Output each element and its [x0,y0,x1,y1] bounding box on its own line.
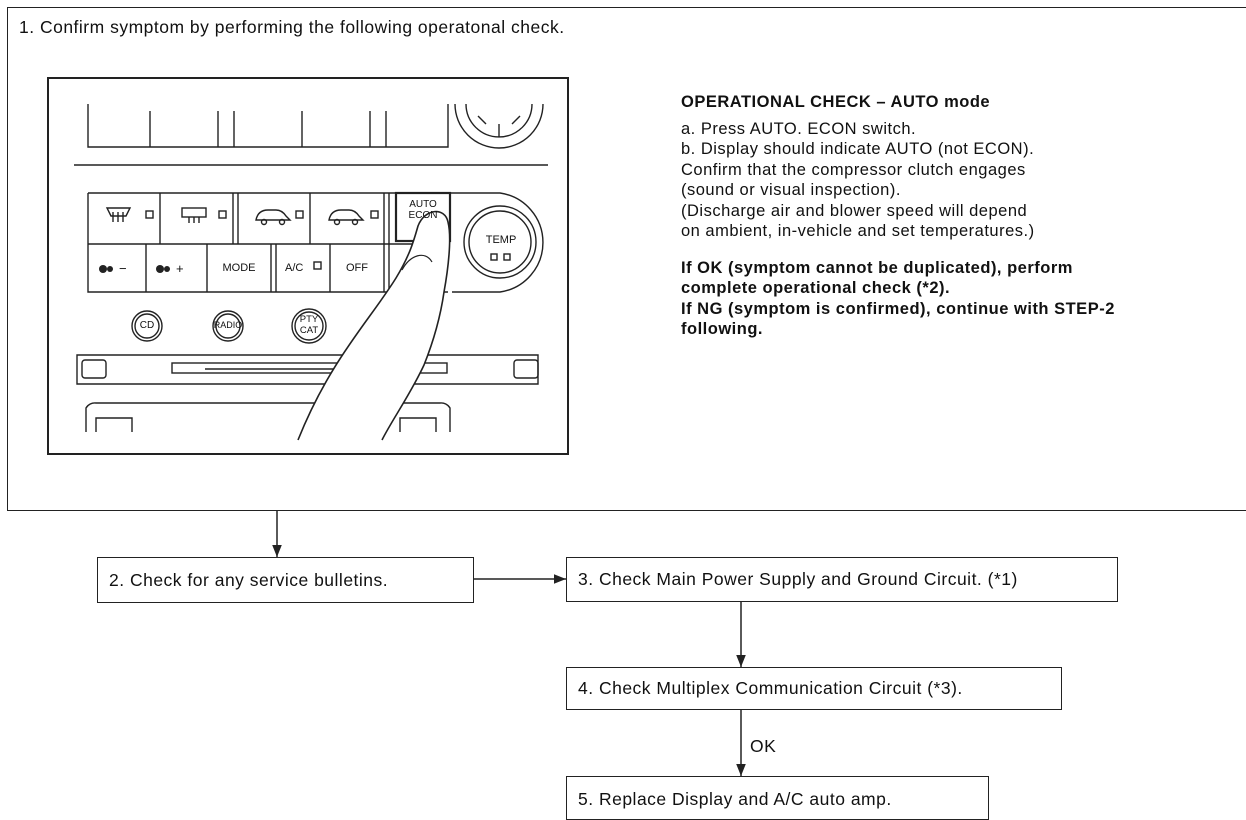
step5-box: 5. Replace Display and A/C auto amp. [566,776,989,820]
step2-box: 2. Check for any service bulletins. [97,557,474,603]
pty-label: PTY [299,314,319,325]
check-line: a. Press AUTO. ECON switch. [681,119,917,138]
result-line: complete operational check (*2). [681,279,951,297]
cd-button-label: CD [139,320,155,331]
step4-box: 4. Check Multiplex Communication Circuit… [566,667,1062,710]
result-line: following. [681,320,763,338]
fan-down-label: − [119,261,127,276]
panel-drawing [74,103,548,441]
temp-dial-label: TEMP [485,234,517,246]
econ-label: ECON [408,210,438,221]
flow-arrows [272,511,746,776]
fan-up-label: + [176,261,184,276]
result-line: If OK (symptom cannot be duplicated), pe… [681,258,1073,277]
step1-box [7,7,1246,511]
operational-check-block: OPERATIONAL CHECK – AUTO mode a. Press A… [681,92,1241,340]
check-line: b. Display should indicate AUTO (not ECO… [681,140,1035,158]
ok-label: OK [750,736,777,756]
ac-button-label: A/C [285,262,304,274]
radio-button-label: RADIO [213,320,243,330]
check-result-block: If OK (symptom cannot be duplicated), pe… [681,258,1241,340]
operational-check-title: OPERATIONAL CHECK – AUTO mode [681,93,991,111]
cat-label: CAT [299,325,319,336]
check-line: (sound or visual inspection). [681,181,901,199]
check-line: on ambient, in-vehicle and set temperatu… [681,222,1035,240]
check-line: Confirm that the compressor clutch engag… [681,160,1026,179]
off-button-label: OFF [346,262,368,274]
control-panel-illustration [47,77,569,455]
auto-label: AUTO [409,199,437,210]
step3-box: 3. Check Main Power Supply and Ground Ci… [566,557,1118,602]
pty-cat-button-label: PTY CAT [295,314,323,336]
step1-text: 1. Confirm symptom by performing the fol… [19,17,565,37]
check-line: (Discharge air and blower speed will dep… [681,201,1028,220]
result-line: If NG (symptom is confirmed), continue w… [681,299,1115,318]
fan-icons [99,265,170,273]
mode-button-label: MODE [222,262,256,274]
auto-econ-button: AUTO ECON [401,199,445,221]
